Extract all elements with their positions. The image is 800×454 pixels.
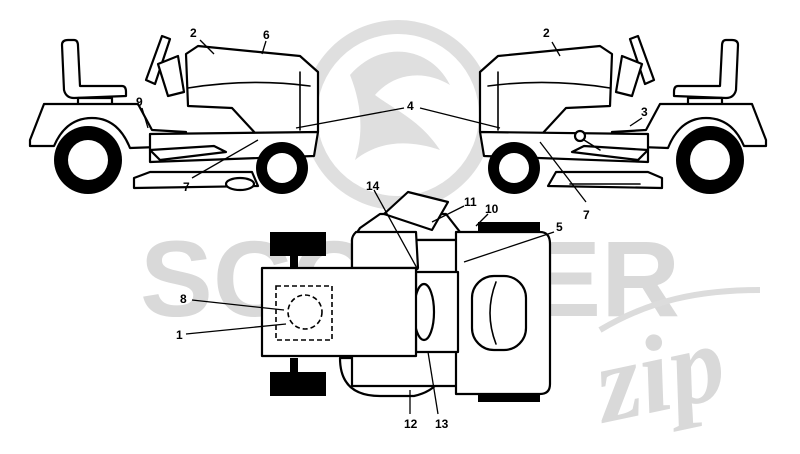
decal-circle-dashed	[287, 294, 323, 330]
callout-7-right: 7	[583, 208, 590, 222]
hood-panel	[478, 44, 614, 136]
steering-wheel	[144, 34, 172, 86]
hood-vent	[470, 274, 528, 352]
front-wheel	[256, 142, 308, 194]
callout-labels: 2 6 9 7 4 2 3 7 14 11 10 5 8 1 12 13	[136, 26, 648, 431]
seat	[672, 38, 740, 100]
callout-10: 10	[485, 202, 499, 216]
callout-4: 4	[407, 99, 414, 113]
callout-2-left: 2	[190, 26, 197, 40]
hood-vent-inner	[489, 281, 497, 345]
tractor-right-side-view	[478, 34, 768, 194]
rear-right-tire	[270, 372, 326, 396]
callout-1: 1	[176, 328, 183, 342]
callout-14: 14	[366, 179, 380, 193]
callout-9: 9	[136, 95, 143, 109]
lift-lever-knob	[573, 129, 587, 143]
watermark-logo-icon	[303, 20, 493, 210]
steering-console	[382, 190, 450, 232]
foot-pedal	[570, 144, 650, 162]
callout-11: 11	[464, 195, 477, 209]
steering-column	[614, 54, 644, 98]
callout-8: 8	[180, 292, 187, 306]
callout-2-right: 2	[543, 26, 550, 40]
rear-wheel	[54, 126, 122, 194]
lift-lever	[583, 139, 601, 151]
seat	[60, 38, 128, 100]
foot-pedal	[148, 144, 228, 162]
tractor-top-view	[260, 190, 552, 402]
leader-lines	[141, 39, 643, 415]
watermark-script-text: zip	[580, 300, 735, 447]
hood-top-curve	[487, 81, 611, 89]
rear-wheel	[676, 126, 744, 194]
decal-area-dashed	[275, 285, 333, 341]
callout-3: 3	[641, 105, 648, 119]
steering-column	[156, 54, 186, 98]
front-left-tire	[478, 222, 540, 232]
callout-5: 5	[556, 220, 563, 234]
callout-7-left: 7	[183, 180, 190, 194]
callout-13: 13	[435, 417, 449, 431]
watermark-swoosh	[598, 287, 761, 333]
front-right-tire	[478, 392, 540, 402]
body-side-shape	[350, 230, 420, 270]
callout-6: 6	[263, 28, 270, 42]
deck-chute	[224, 176, 256, 192]
rear-left-tire	[270, 232, 326, 256]
tractor-left-side-view	[28, 34, 320, 194]
steering-wheel	[628, 34, 656, 86]
front-wheel	[488, 142, 540, 194]
callout-12: 12	[404, 417, 418, 431]
hood-panel	[184, 44, 320, 136]
hood-top-curve	[187, 81, 311, 89]
seat-top	[260, 266, 418, 358]
